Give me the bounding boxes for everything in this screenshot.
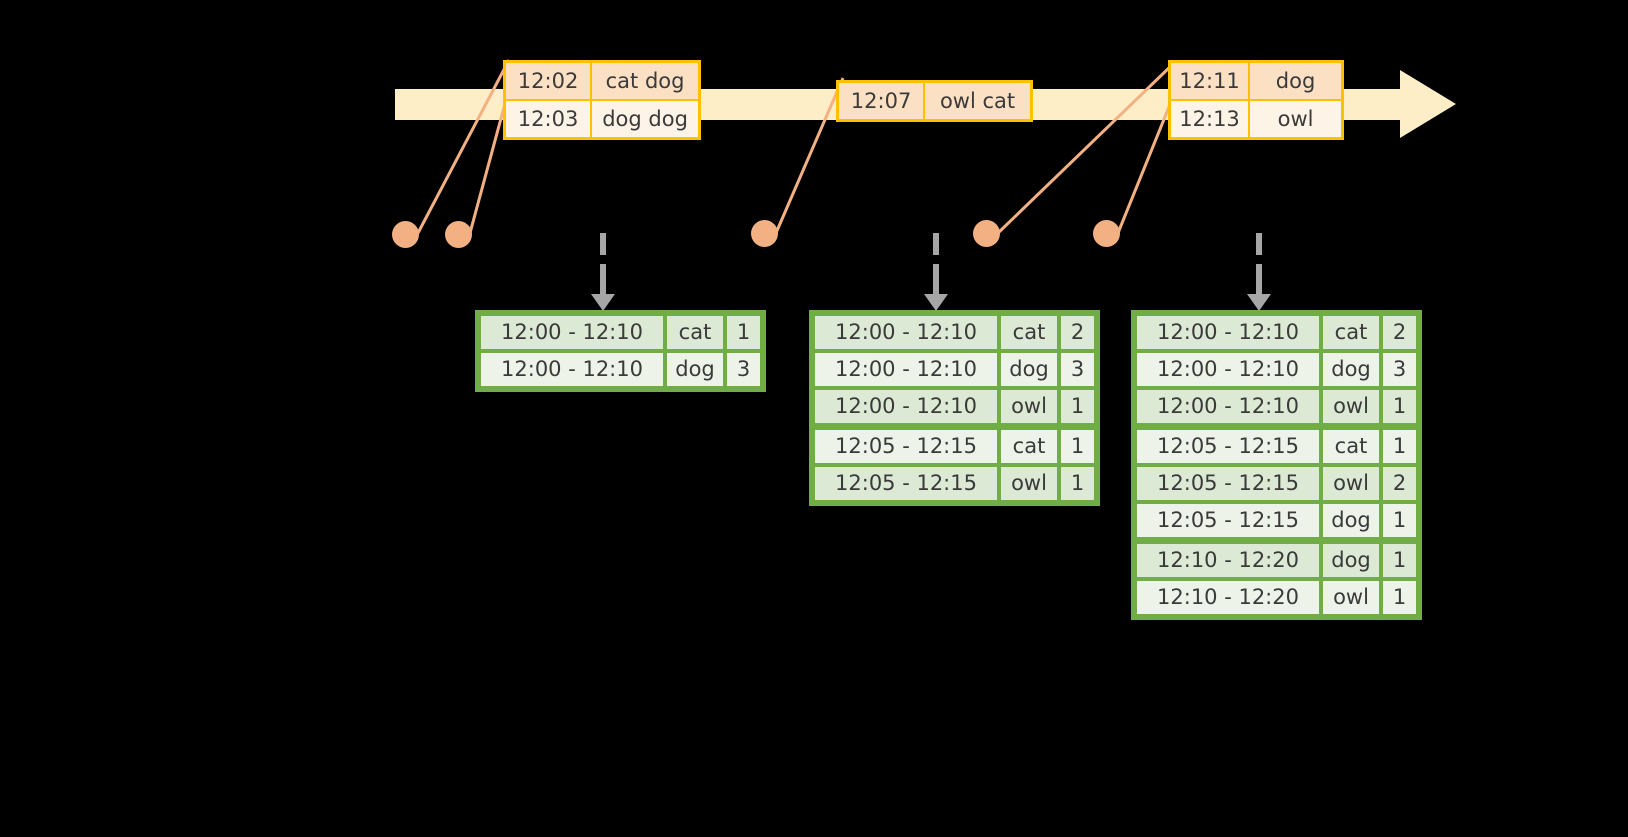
- event-time: 12:07: [839, 83, 926, 119]
- count-cell: 1: [1061, 430, 1094, 463]
- window-cell: 12:00 - 12:10: [1137, 316, 1319, 349]
- count-cell: 1: [1383, 544, 1416, 577]
- timeline-arrow-head-icon: [1400, 70, 1456, 138]
- key-cell: owl: [1323, 581, 1379, 614]
- key-cell: owl: [1001, 390, 1057, 423]
- timeline-event-group-1[interactable]: 12:02 cat dog 12:03 dog dog: [503, 60, 701, 140]
- count-cell: 2: [1383, 316, 1416, 349]
- event-words: owl cat: [925, 83, 1030, 119]
- window-cell: 12:00 - 12:10: [481, 316, 663, 349]
- table-group-divider: [1135, 425, 1418, 428]
- connector-dot-4: [973, 220, 1000, 247]
- window-cell: 12:00 - 12:10: [481, 353, 663, 386]
- window-cell: 12:05 - 12:15: [1137, 504, 1319, 537]
- window-cell: 12:00 - 12:10: [1137, 390, 1319, 423]
- count-cell: 3: [1061, 353, 1094, 386]
- window-cell: 12:00 - 12:10: [1137, 353, 1319, 386]
- key-cell: cat: [1001, 316, 1057, 349]
- key-cell: dog: [1323, 504, 1379, 537]
- flow-arrow-1: [591, 233, 615, 311]
- key-cell: owl: [1323, 467, 1379, 500]
- window-cell: 12:05 - 12:15: [815, 430, 997, 463]
- event-words: cat dog: [592, 63, 698, 99]
- count-cell: 2: [1061, 316, 1094, 349]
- window-cell: 12:05 - 12:15: [1137, 467, 1319, 500]
- window-cell: 12:10 - 12:20: [1137, 544, 1319, 577]
- count-cell: 1: [1061, 467, 1094, 500]
- window-cell: 12:10 - 12:20: [1137, 581, 1319, 614]
- window-cell: 12:00 - 12:10: [815, 316, 997, 349]
- connector-dot-3: [751, 220, 778, 247]
- event-words: owl: [1250, 101, 1341, 137]
- timeline-event-row: 12:07 owl cat: [839, 83, 1030, 119]
- key-cell: dog: [1001, 353, 1057, 386]
- timeline-event-row: 12:03 dog dog: [506, 99, 698, 137]
- table-group-divider: [1135, 539, 1418, 542]
- count-cell: 1: [727, 316, 760, 349]
- flow-arrow-2: [924, 233, 948, 311]
- timeline-event-row: 12:13 owl: [1171, 99, 1341, 137]
- window-cell: 12:00 - 12:10: [815, 353, 997, 386]
- table-group-divider: [813, 425, 1096, 428]
- connector-dot-5: [1093, 220, 1120, 247]
- window-cell: 12:05 - 12:15: [815, 467, 997, 500]
- event-words: dog dog: [592, 101, 698, 137]
- flow-arrow-3: [1247, 233, 1271, 311]
- key-cell: cat: [1323, 316, 1379, 349]
- connector-dot-1: [392, 221, 419, 248]
- event-time: 12:03: [506, 101, 593, 137]
- event-time: 12:13: [1171, 101, 1251, 137]
- window-cell: 12:00 - 12:10: [815, 390, 997, 423]
- count-cell: 1: [1383, 581, 1416, 614]
- key-cell: cat: [667, 316, 723, 349]
- key-cell: owl: [1323, 390, 1379, 423]
- key-cell: cat: [1323, 430, 1379, 463]
- timeline-event-row: 12:02 cat dog: [506, 63, 698, 99]
- event-words: dog: [1250, 63, 1341, 99]
- window-cell: 12:05 - 12:15: [1137, 430, 1319, 463]
- count-cell: 3: [1383, 353, 1416, 386]
- timeline-event-group-2[interactable]: 12:07 owl cat: [836, 80, 1033, 122]
- key-cell: cat: [1001, 430, 1057, 463]
- key-cell: dog: [667, 353, 723, 386]
- count-cell: 2: [1383, 467, 1416, 500]
- count-cell: 3: [727, 353, 760, 386]
- count-cell: 1: [1383, 504, 1416, 537]
- event-time: 12:11: [1171, 63, 1251, 99]
- key-cell: dog: [1323, 353, 1379, 386]
- count-cell: 1: [1061, 390, 1094, 423]
- count-cell: 1: [1383, 430, 1416, 463]
- timeline-event-row: 12:11 dog: [1171, 63, 1341, 99]
- event-time: 12:02: [506, 63, 593, 99]
- count-cell: 1: [1383, 390, 1416, 423]
- connector-dot-2: [445, 221, 472, 248]
- timeline-event-group-3[interactable]: 12:11 dog 12:13 owl: [1168, 60, 1344, 140]
- key-cell: owl: [1001, 467, 1057, 500]
- key-cell: dog: [1323, 544, 1379, 577]
